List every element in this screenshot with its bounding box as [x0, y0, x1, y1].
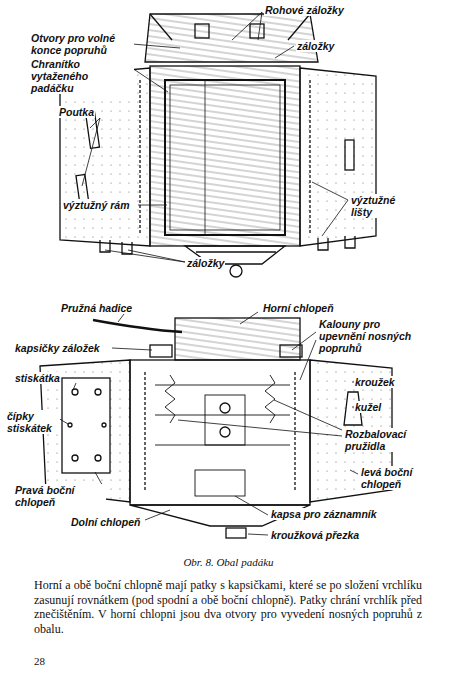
body-text: Horní a obě boční chlopně mají patky s k… [34, 578, 422, 636]
callout-label: Pravá boční chlopeň [14, 484, 106, 508]
callout-label: výztužný rám [62, 199, 131, 211]
page-number: 28 [34, 655, 45, 667]
callout-label: Rozbalovací pružidla [344, 428, 426, 452]
callout-label: kroužková přezka [270, 529, 360, 541]
callout-label: kapsičky záložek [14, 342, 101, 354]
callout-label: záložky [186, 257, 225, 269]
callout-label: Rohové záložky [264, 4, 345, 16]
callout-label: čípky stiskátek [6, 410, 60, 434]
callout-label: záložky [296, 40, 335, 52]
callout-label: Kalouny pro upevnění nosných popruhů [318, 318, 420, 354]
callout-label: stiskátka [14, 372, 61, 384]
callout-label: kužel [354, 401, 382, 413]
callout-label: Pružná hadice [60, 302, 133, 314]
callout-label: kapsa pro záznamník [270, 508, 378, 520]
figure-caption: Obr. 8. Obal padáku [0, 556, 457, 568]
callout-label: výztužné lišty [350, 194, 410, 218]
callout-label: levá boční chlopeň [360, 466, 442, 490]
callout-label: Chranítko vytaženého padáčku [30, 58, 134, 94]
callout-label: Poutka [58, 106, 95, 118]
callout-label: Horní chlopeň [262, 302, 335, 314]
callout-label: kroužek [354, 376, 396, 388]
callout-label: Dolní chlopeň [70, 516, 141, 528]
callout-label: Otvory pro volné konce popruhů [30, 32, 134, 56]
